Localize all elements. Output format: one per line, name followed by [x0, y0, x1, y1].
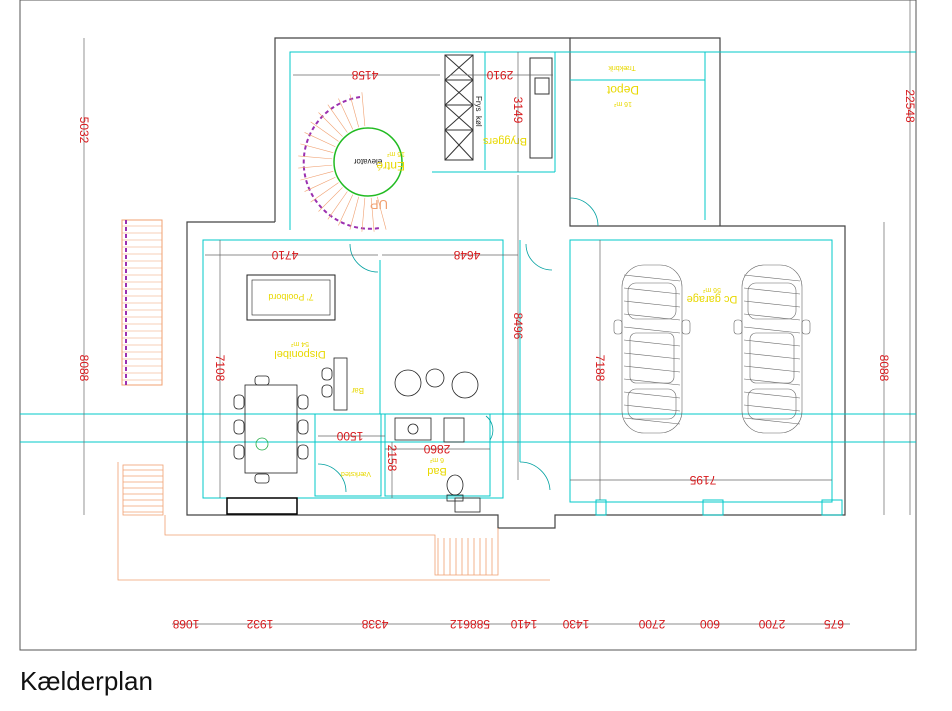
dim-top-4158: 4158 [351, 68, 378, 82]
door-swings [317, 197, 599, 493]
pool-table: 7' Poolbord [246, 274, 336, 321]
bryggers-label: Bryggers [482, 135, 527, 147]
dim-top-2910: 2910 [486, 68, 513, 82]
elevator-shaft [333, 127, 403, 197]
inner-walls [20, 51, 916, 516]
bottom-dim-4: 588612 [450, 617, 490, 631]
bottom-dim-8: 600 [700, 617, 720, 631]
dimension-lines [83, 0, 911, 625]
depot-label: Depot [606, 83, 639, 97]
dim-2158: 2158 [385, 445, 399, 472]
entre-area: 16 m² [386, 150, 405, 157]
depot-area: 16 m² [613, 100, 632, 107]
bar-label: Bar [351, 386, 364, 395]
lounge-set [394, 368, 479, 399]
plan-caption: Kælderplan [20, 666, 153, 696]
bottom-dim-7: 2700 [638, 617, 665, 631]
left-stair [121, 219, 163, 386]
vaerksted-label: Værksted [341, 470, 371, 477]
dining-table [233, 375, 309, 484]
bar-counter [321, 357, 348, 411]
dim-22548: 22548 [903, 89, 917, 123]
bryggers-shelving [444, 54, 553, 161]
garage-area: 56 m² [702, 286, 721, 293]
bottom-dim-9: 2700 [758, 617, 785, 631]
bad-area: 6 m² [429, 456, 444, 463]
bad-label: Bad [427, 465, 447, 477]
dim-8496: 8496 [511, 313, 525, 340]
dimension-labels: 4158 2910 3149 22548 5032 8088 8088 4710… [77, 68, 917, 487]
bottom-dim-2: 1932 [246, 617, 273, 631]
dim-left-8088: 8088 [77, 355, 91, 382]
car-2 [733, 264, 811, 434]
bottom-dim-6: 1430 [562, 617, 589, 631]
bottom-stairs [117, 462, 550, 581]
garage-cars [613, 264, 811, 434]
room-labels: Entré 16 m² Bryggers Depot 16 m² Trækbri… [274, 64, 737, 477]
floor-plan: elevator UP 7' Poolbord [19, 0, 917, 651]
dim-1500: 1500 [336, 429, 363, 443]
dim-right-8088: 8088 [877, 355, 891, 382]
pool-table-label: 7' Poolbord [268, 292, 313, 302]
depot-top-label: Trækbrik [608, 64, 636, 71]
bottom-dim-10: 675 [824, 617, 844, 631]
bottom-dim-3: 4338 [361, 617, 388, 631]
dim-4648: 4648 [453, 248, 480, 262]
dim-3149: 3149 [511, 97, 525, 124]
disponibel-area: 54 m² [290, 340, 309, 347]
fryser-label: Frys [474, 96, 483, 112]
bathroom-fixtures [226, 417, 481, 515]
entre-label: Entré [376, 159, 405, 173]
dim-2860: 2860 [423, 442, 450, 456]
dim-7195: 7195 [689, 473, 716, 487]
dim-4710: 4710 [271, 248, 298, 262]
garage-label: Dc garage [687, 293, 738, 305]
bottom-dim-5: 1410 [510, 617, 537, 631]
bottom-dimension-labels: 1068 1932 4338 588612 1410 1430 2700 600 2700 675 [172, 617, 844, 631]
drawing-frame [19, 0, 917, 651]
elevator-label: elevator [353, 157, 382, 166]
bottom-dim-1: 1068 [172, 617, 199, 631]
dim-left-5032: 5032 [77, 117, 91, 144]
dim-7108: 7108 [213, 355, 227, 382]
spiral-stair: elevator UP [298, 92, 403, 232]
disponibel-label: Disponibel [274, 348, 325, 360]
car-1 [613, 264, 691, 434]
koel-label: køl [474, 116, 483, 127]
up-label: UP [370, 197, 388, 212]
dim-7188: 7188 [593, 355, 607, 382]
outer-walls [186, 37, 846, 529]
